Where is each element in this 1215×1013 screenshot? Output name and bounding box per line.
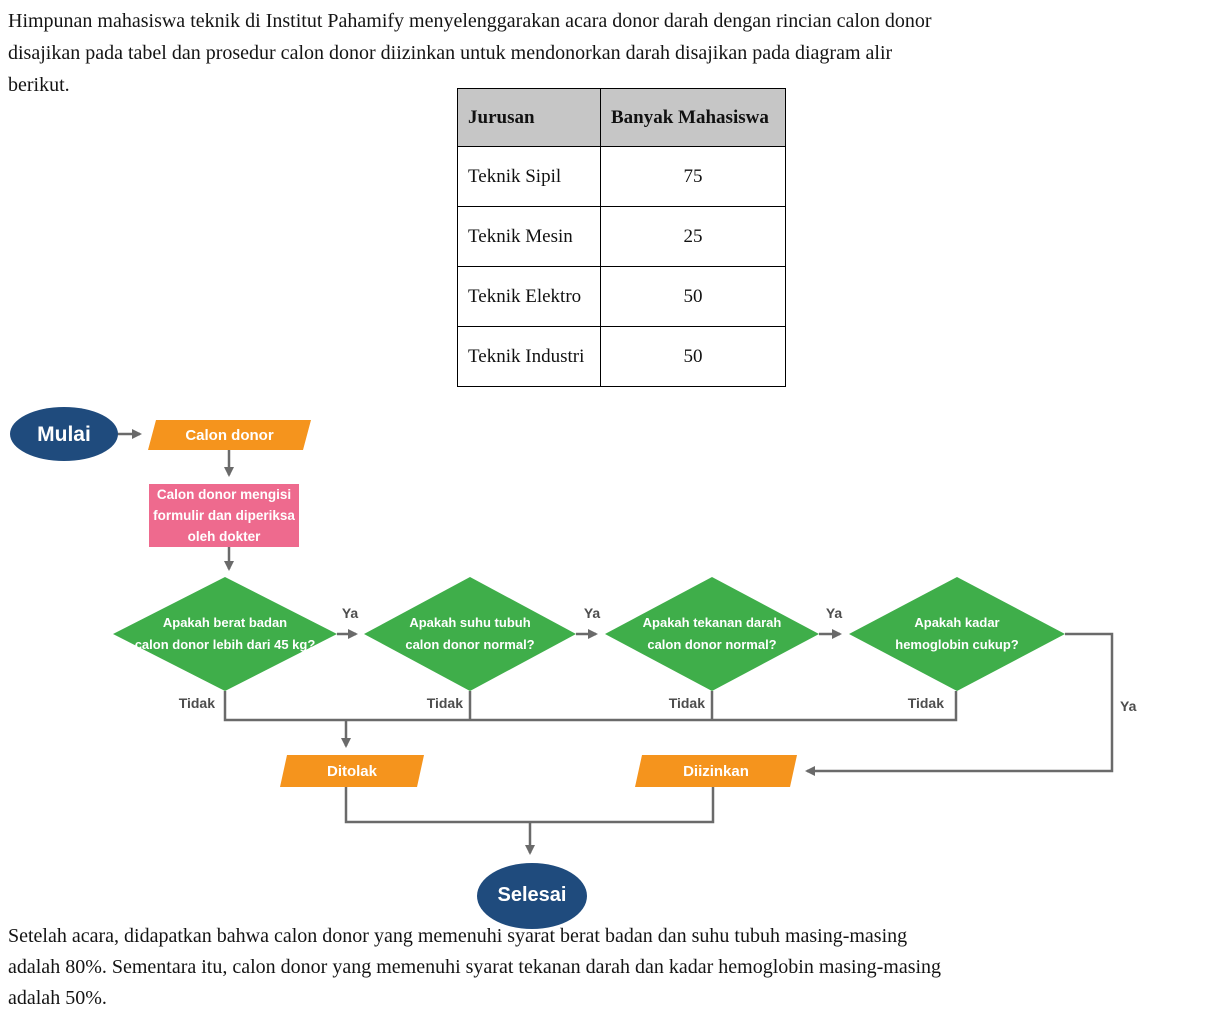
connector-outcomes-join — [344, 787, 715, 824]
connector-ya-to-accepted — [805, 632, 1114, 776]
branch-label-tidak-1: Tidak — [178, 695, 215, 711]
start-terminator-shape — [10, 407, 118, 461]
branch-label-tidak-3: Tidak — [668, 695, 705, 711]
cell-jurusan: Teknik Elektro — [457, 266, 601, 327]
table-row: Teknik Sipil 75 — [457, 146, 786, 207]
cell-jurusan: Teknik Industri — [457, 326, 601, 387]
cell-count: 75 — [600, 146, 786, 207]
end-terminator-shape — [477, 863, 587, 929]
intro-paragraph: Himpunan mahasiswa teknik di Institut Pa… — [8, 10, 932, 96]
accepted-parallelogram-shape — [635, 755, 797, 787]
start-node-label: Mulai — [37, 422, 91, 446]
process-rect-shape — [149, 484, 299, 547]
table-row: Teknik Elektro 50 — [457, 266, 786, 327]
decision2-diamond-shape — [364, 577, 576, 691]
decision3-diamond-shape — [605, 577, 819, 691]
decision4-diamond-shape — [849, 577, 1065, 691]
decision1-diamond-shape — [113, 577, 337, 691]
accepted-node-label: Diizinkan — [683, 762, 749, 780]
decision2-label: Apakah suhu tubuh calon donor normal? — [405, 615, 535, 652]
branch-label-ya-2: Ya — [583, 605, 601, 621]
input-node-label: Calon donor — [185, 426, 274, 444]
table-header-row: Jurusan Banyak Mahasiswa — [457, 88, 786, 147]
branch-label-tidak-2: Tidak — [426, 695, 463, 711]
cell-jurusan: Teknik Sipil — [457, 146, 601, 207]
end-node-label: Selesai — [497, 884, 567, 906]
branch-label-tidak-4: Tidak — [907, 695, 944, 711]
process-node-label: Calon donor mengisi formulir dan diperik… — [153, 487, 295, 544]
decision4-label: Apakah kadar hemoglobin cukup? — [895, 615, 1019, 652]
rejected-node-label: Ditolak — [326, 762, 377, 780]
input-parallelogram-shape — [148, 420, 311, 450]
cell-count: 50 — [600, 266, 786, 327]
branch-label-ya-1: Ya — [341, 605, 359, 621]
outro-paragraph: Setelah acara, didapatkan bahwa calon do… — [8, 925, 942, 1009]
branch-label-ya-3: Ya — [825, 605, 843, 621]
cell-count: 50 — [600, 326, 786, 387]
decision1-label: Apakah berat badan calon donor lebih dar… — [134, 615, 316, 652]
cell-jurusan: Teknik Mesin — [457, 206, 601, 267]
cell-count: 25 — [600, 206, 786, 267]
rejected-parallelogram-shape — [280, 755, 424, 787]
header-banyak-mahasiswa: Banyak Mahasiswa — [600, 88, 786, 147]
decision3-label: Apakah tekanan darah calon donor normal? — [642, 615, 782, 652]
connector-tidak-bus — [223, 691, 958, 722]
branch-label-ya-4: Ya — [1120, 698, 1137, 714]
students-table: Jurusan Banyak Mahasiswa Teknik Sipil 75… — [457, 88, 786, 387]
table-row: Teknik Industri 50 — [457, 326, 786, 387]
table-row: Teknik Mesin 25 — [457, 206, 786, 267]
header-jurusan: Jurusan — [457, 88, 601, 147]
